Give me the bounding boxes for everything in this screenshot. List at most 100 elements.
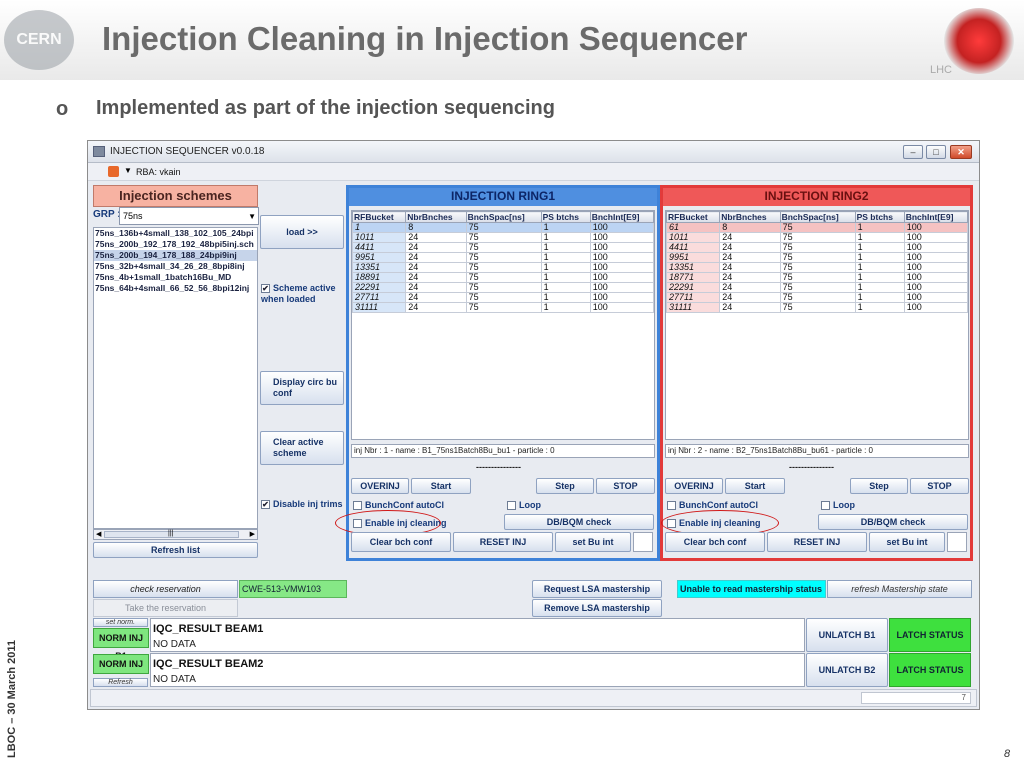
table-cell[interactable]: 1 [854, 252, 905, 263]
ring1-dbbqm-button[interactable]: DB/BQM check [504, 514, 654, 530]
table-cell[interactable]: 75 [465, 302, 542, 313]
chevron-down-icon[interactable]: ▼ [248, 212, 256, 221]
ring2-overinj-button[interactable]: OVERINJ [665, 478, 723, 494]
scroll-thumb[interactable] [104, 531, 239, 538]
column-header[interactable]: BnchSpac[ns] [779, 211, 856, 223]
scheme-active-checkbox[interactable]: Scheme active when loaded [261, 283, 343, 305]
unlatch-b1-button[interactable]: UNLATCH B1 [806, 618, 888, 652]
table-cell[interactable]: 75 [779, 232, 856, 243]
window-title-bar[interactable]: INJECTION SEQUENCER v0.0.18 – □ ✕ [88, 141, 979, 163]
column-header[interactable]: RFBucket [351, 211, 407, 223]
scheme-list[interactable]: 75ns_136b+4small_138_102_105_24bpi 75ns_… [93, 227, 258, 529]
ring2-table[interactable]: RFBucket NbrBnches BnchSpac[ns] PS btchs… [665, 210, 969, 440]
checkbox-icon[interactable] [667, 501, 676, 511]
table-cell[interactable]: 24 [405, 232, 467, 243]
table-cell[interactable]: 75 [465, 272, 542, 283]
ring1-bu-input[interactable] [633, 532, 653, 552]
table-cell[interactable]: 31111 [665, 302, 721, 313]
table-cell[interactable]: 24 [405, 302, 467, 313]
table-cell[interactable]: 75 [779, 252, 856, 263]
scheme-item[interactable]: 75ns_32b+4small_34_26_28_8bpi8inj [95, 261, 245, 271]
ring2-stop-button[interactable]: STOP [910, 478, 969, 494]
table-cell[interactable]: 9951 [351, 252, 407, 263]
table-cell[interactable]: 24 [405, 292, 467, 303]
scheme-item[interactable]: 75ns_136b+4small_138_102_105_24bpi [95, 228, 254, 238]
table-cell[interactable]: 100 [589, 222, 655, 233]
scheme-list-scrollbar[interactable]: ◀ ||| ▶ [93, 529, 258, 540]
table-cell[interactable]: 75 [779, 302, 856, 313]
column-header[interactable]: PS btchs [540, 211, 591, 223]
table-cell[interactable]: 100 [903, 242, 969, 253]
table-cell[interactable]: 22291 [351, 282, 407, 293]
table-cell[interactable]: 1 [854, 292, 905, 303]
remove-lsa-button[interactable]: Remove LSA mastership [532, 599, 662, 617]
table-cell[interactable]: 75 [779, 262, 856, 273]
table-cell[interactable]: 75 [465, 262, 542, 273]
table-cell[interactable]: 100 [903, 252, 969, 263]
table-cell[interactable]: 13351 [351, 262, 407, 273]
set-norm-button[interactable]: set norm. [93, 618, 148, 627]
checkbox-icon[interactable] [353, 501, 362, 511]
ring1-reset-inj-button[interactable]: RESET INJ [453, 532, 553, 552]
column-header[interactable]: NbrBnches [405, 211, 467, 223]
scroll-left-icon[interactable]: ◀ [96, 531, 102, 538]
table-cell[interactable]: 27711 [665, 292, 721, 303]
table-cell[interactable]: 75 [465, 232, 542, 243]
ring1-step-button[interactable]: Step [536, 478, 594, 494]
table-cell[interactable]: 1011 [665, 232, 721, 243]
ring1-start-button[interactable]: Start [411, 478, 471, 494]
ring2-reset-inj-button[interactable]: RESET INJ [767, 532, 867, 552]
ring1-clear-bch-button[interactable]: Clear bch conf [351, 532, 451, 552]
table-cell[interactable]: 100 [903, 262, 969, 273]
refresh-small-button[interactable]: Refresh [93, 678, 148, 687]
table-cell[interactable]: 75 [465, 252, 542, 263]
ring2-start-button[interactable]: Start [725, 478, 785, 494]
table-cell[interactable]: 75 [779, 242, 856, 253]
table-cell[interactable]: 75 [779, 272, 856, 283]
table-cell[interactable]: 100 [589, 302, 655, 313]
table-cell[interactable]: 1 [854, 232, 905, 243]
scheme-item[interactable]: 75ns_64b+4small_66_52_56_8bpi12inj [95, 283, 250, 293]
scheme-item-selected[interactable]: 75ns_200b_194_178_188_24bpi9inj [94, 250, 257, 261]
table-cell[interactable]: 1 [854, 272, 905, 283]
table-cell[interactable]: 100 [903, 292, 969, 303]
column-header[interactable]: NbrBnches [719, 211, 781, 223]
table-cell[interactable]: 1 [854, 222, 905, 233]
grp-select[interactable]: 75ns▼ [119, 207, 259, 225]
column-header[interactable]: BnchInt[E9] [589, 211, 655, 223]
table-cell[interactable]: 1 [540, 302, 591, 313]
table-cell[interactable]: 1 [351, 222, 407, 233]
column-header[interactable]: BnchInt[E9] [903, 211, 969, 223]
table-cell[interactable]: 24 [719, 252, 781, 263]
display-circ-button[interactable]: Display circ bu conf [260, 371, 344, 405]
check-reservation-button[interactable]: check reservation [93, 580, 238, 598]
table-cell[interactable]: 100 [589, 262, 655, 273]
checkbox-checked-icon[interactable] [261, 284, 270, 294]
table-cell[interactable]: 1 [540, 272, 591, 283]
unlatch-b2-button[interactable]: UNLATCH B2 [806, 653, 888, 687]
table-cell[interactable]: 61 [665, 222, 721, 233]
table-cell[interactable]: 1 [854, 282, 905, 293]
table-cell[interactable]: 24 [719, 242, 781, 253]
load-button[interactable]: load >> [260, 215, 344, 249]
table-cell[interactable]: 1 [540, 232, 591, 243]
minimize-button[interactable]: – [903, 145, 923, 159]
take-reservation-button[interactable]: Take the reservation [93, 599, 238, 617]
table-cell[interactable]: 75 [465, 242, 542, 253]
table-cell[interactable]: 18771 [665, 272, 721, 283]
scroll-right-icon[interactable]: ▶ [249, 531, 255, 538]
table-cell[interactable]: 4411 [351, 242, 407, 253]
table-cell[interactable]: 100 [589, 232, 655, 243]
table-cell[interactable]: 8 [405, 222, 467, 233]
request-lsa-button[interactable]: Request LSA mastership [532, 580, 662, 598]
